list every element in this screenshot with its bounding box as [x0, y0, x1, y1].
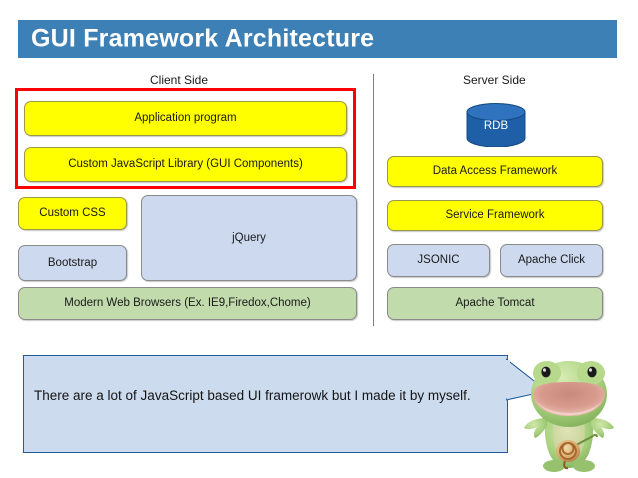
box-service-framework[interactable]: Service Framework — [387, 200, 603, 231]
page-title: GUI Framework Architecture — [31, 24, 375, 53]
client-side-caption: Client Side — [150, 73, 209, 87]
client-server-divider — [373, 74, 374, 326]
database-icon — [466, 103, 526, 147]
box-jquery[interactable]: jQuery — [141, 195, 357, 281]
database-cylinder-rdb[interactable]: RDB — [466, 103, 526, 147]
box-custom-javascript-library[interactable]: Custom JavaScript Library (GUI Component… — [24, 147, 347, 182]
box-apache-click[interactable]: Apache Click — [500, 244, 603, 277]
box-data-access-framework[interactable]: Data Access Framework — [387, 156, 603, 187]
box-application-program[interactable]: Application program — [24, 101, 347, 136]
box-apache-tomcat[interactable]: Apache Tomcat — [387, 287, 603, 320]
frog-icon — [524, 361, 614, 472]
server-side-caption: Server Side — [463, 73, 526, 87]
title-bar: GUI Framework Architecture — [18, 20, 617, 58]
red-highlight-rectangle — [15, 88, 356, 189]
box-modern-web-browsers[interactable]: Modern Web Browsers (Ex. IE9,Firedox,Cho… — [18, 287, 357, 320]
callout-text: There are a lot of JavaScript based UI f… — [34, 388, 471, 403]
box-custom-css[interactable]: Custom CSS — [18, 197, 127, 230]
box-jsonic[interactable]: JSONIC — [387, 244, 490, 277]
speech-callout-box[interactable]: There are a lot of JavaScript based UI f… — [23, 355, 508, 453]
frog-plush-mascot — [521, 356, 617, 474]
box-bootstrap[interactable]: Bootstrap — [18, 245, 127, 281]
